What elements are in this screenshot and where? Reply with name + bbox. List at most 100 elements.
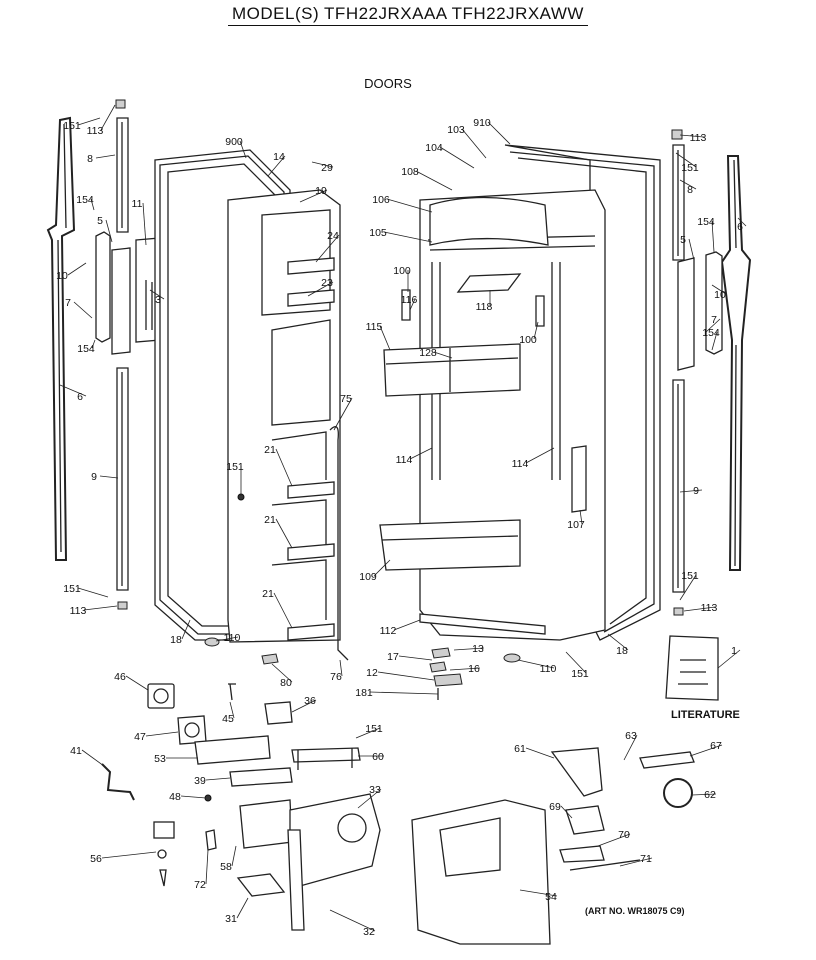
callout-leader-line: [91, 339, 96, 349]
part-callout-21: 21: [264, 514, 276, 526]
part-callout-46: 46: [114, 671, 126, 683]
callout-leader-line: [487, 121, 511, 145]
callout-leader-line: [275, 448, 293, 487]
callout-leader-line: [215, 636, 239, 642]
callout-leader-line: [373, 559, 391, 577]
callout-leader-line: [67, 262, 87, 276]
callout-leader-line: [181, 619, 191, 640]
callout-leader-line: [737, 217, 747, 227]
callout-leader-line: [299, 189, 328, 203]
callout-leader-line: [311, 161, 334, 168]
callout-leader-line: [691, 793, 717, 796]
part-callout-11: 11: [132, 198, 143, 210]
callout-leader-line: [398, 655, 433, 661]
callout-leader-line: [675, 152, 697, 168]
callout-leader-line: [679, 489, 703, 493]
part-callout-36: 36: [304, 695, 316, 707]
callout-leader-line: [560, 805, 573, 819]
diagram-title: MODEL(S) TFH22JRXAAA TFH22JRXAWW: [0, 4, 816, 26]
callout-leader-line: [315, 234, 340, 263]
callout-leader-line: [597, 833, 631, 847]
part-callout-69: 69: [549, 801, 561, 813]
part-callout-8: 8: [87, 153, 93, 165]
part-callout-48: 48: [169, 791, 181, 803]
callout-leader-line: [105, 219, 113, 243]
callout-leader-line: [383, 231, 433, 243]
part-callout-1: 1: [731, 645, 737, 657]
callout-leader-line: [517, 659, 555, 669]
callout-leader-line: [679, 574, 697, 601]
callout-leader-line: [95, 154, 116, 159]
callout-leader-line: [149, 289, 165, 300]
callout-leader-line: [77, 587, 109, 598]
part-callout-39: 39: [194, 775, 206, 787]
callout-leader-line: [439, 146, 475, 169]
part-callout-16: 16: [468, 663, 480, 675]
part-callout-21: 21: [262, 588, 274, 600]
callout-leader-line: [525, 447, 555, 464]
part-callout-107: 107: [567, 519, 585, 531]
part-callout-29: 29: [321, 162, 333, 174]
part-callout-181: 181: [355, 687, 373, 699]
callout-leader-line: [449, 667, 481, 671]
callout-leader-line: [607, 633, 629, 651]
callout-leader-line: [711, 331, 718, 351]
callout-leader-line: [519, 889, 558, 897]
part-callout-114: 114: [396, 454, 413, 466]
part-callout-110: 110: [224, 632, 241, 644]
part-callout-151: 151: [226, 461, 244, 473]
part-callout-154: 154: [702, 327, 720, 339]
callout-leader-line: [275, 518, 293, 549]
callout-leader-line: [409, 298, 416, 311]
literature-label: LITERATURE: [671, 709, 740, 721]
part-callout-6: 6: [77, 391, 83, 403]
callout-leader-line: [525, 747, 555, 759]
part-callout-151: 151: [63, 120, 81, 132]
callout-leader-line: [239, 140, 247, 159]
part-callout-12: 12: [366, 667, 378, 679]
callout-leader-line: [59, 384, 87, 397]
part-callout-154: 154: [697, 216, 715, 228]
callout-leader-line: [355, 727, 381, 739]
callout-leader-line: [339, 659, 343, 677]
part-callout-71: 71: [640, 853, 652, 865]
callout-leader-line: [90, 198, 95, 211]
part-callout-103: 103: [447, 124, 465, 136]
part-callout-21: 21: [264, 444, 276, 456]
callout-leader-line: [683, 606, 716, 612]
callout-leader-line: [77, 117, 101, 126]
part-callout-3: 3: [155, 294, 161, 306]
callout-leader-line: [393, 619, 421, 631]
callout-leader-line: [453, 647, 485, 651]
part-callout-58: 58: [220, 861, 232, 873]
callout-leader-line: [125, 675, 149, 691]
part-callout-8: 8: [687, 184, 693, 196]
callout-leader-line: [333, 397, 353, 431]
part-callout-17: 17: [387, 651, 399, 663]
callout-leader-line: [273, 592, 293, 629]
part-callout-154: 154: [77, 343, 95, 355]
part-callout-151: 151: [571, 668, 589, 680]
part-callout-113: 113: [690, 132, 707, 144]
callout-leader-line: [377, 671, 435, 681]
part-callout-67: 67: [710, 740, 722, 752]
callout-leader-line: [461, 128, 487, 159]
callout-leader-line: [329, 909, 376, 932]
art-number: (ART NO. WR18075 C9): [585, 906, 685, 916]
callout-leader-line: [679, 134, 705, 138]
callout-leader-line: [711, 284, 727, 295]
part-callout-62: 62: [704, 789, 716, 801]
part-callout-47: 47: [134, 731, 146, 743]
callout-leader-line: [205, 777, 231, 781]
callout-leader-line: [409, 447, 433, 460]
callout-leader-line: [101, 851, 157, 859]
callout-leader-line: [717, 649, 741, 669]
part-callout-109: 109: [359, 571, 377, 583]
part-callout-31: 31: [225, 913, 237, 925]
part-callout-5: 5: [97, 215, 103, 227]
part-callout-5: 5: [680, 234, 686, 246]
part-callout-9: 9: [91, 471, 97, 483]
callout-leader-line: [83, 605, 118, 611]
part-callout-100: 100: [393, 265, 411, 277]
